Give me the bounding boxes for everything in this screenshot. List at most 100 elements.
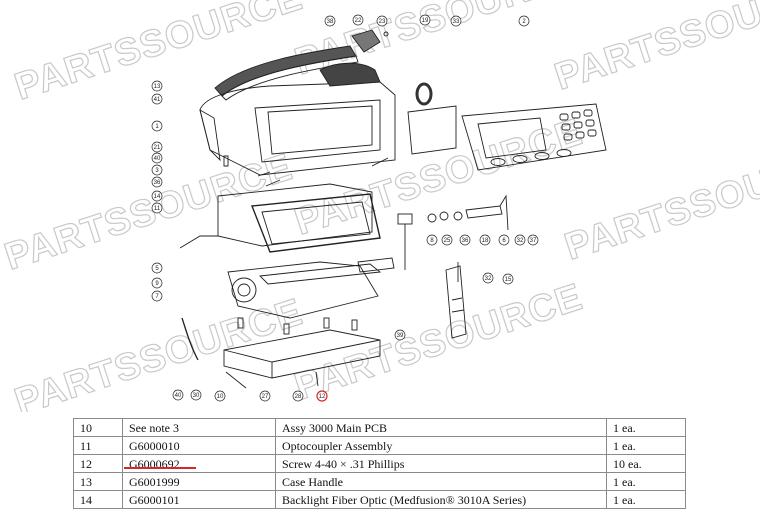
pump-mechanism: [227, 257, 395, 319]
label-sheet: [407, 105, 457, 155]
callout-balloons: 38 22 23 19 33 2 13 41 12 1 40 3 36 14 11 8 25 36 18 6 32 37 5…: [151, 14, 539, 402]
svg-text:39: 39: [397, 333, 404, 339]
callout-32: 32: [514, 234, 526, 246]
table-cell: Case Handle: [275, 472, 607, 491]
svg-text:23: 23: [379, 19, 386, 25]
ring-part: [415, 82, 433, 106]
callout-14: 14: [151, 190, 163, 202]
watermark-text: PARTSSOURCE: [290, 276, 588, 409]
watermark-text: PARTSSOURCE: [0, 146, 298, 279]
svg-text:32: 32: [517, 238, 524, 244]
standoffs: [237, 317, 358, 335]
callout-40: 40: [151, 152, 163, 164]
watermark-text: PARTSSOURCE: [550, 0, 760, 99]
watermark-text: PARTSSOURCE: [10, 0, 308, 109]
table-cell: 12: [73, 454, 123, 473]
callout-19: 19: [419, 14, 431, 26]
svg-text:40: 40: [154, 156, 161, 162]
table-cell: 1 ea.: [606, 472, 686, 491]
svg-text:40: 40: [175, 393, 182, 399]
callout-3: 3: [151, 164, 163, 176]
svg-text:18: 18: [482, 238, 489, 244]
svg-text:12: 12: [319, 394, 326, 400]
svg-text:36: 36: [154, 180, 161, 186]
svg-text:13: 13: [154, 84, 161, 90]
table-cell: 1 ea.: [606, 490, 686, 509]
callout-23: 23: [376, 15, 388, 27]
table-cell: G6001999: [122, 472, 276, 491]
svg-text:9: 9: [155, 281, 159, 287]
svg-text:14: 14: [154, 194, 161, 200]
callout-37: 37: [527, 234, 539, 246]
table-cell: 14: [73, 490, 123, 509]
optocoupler-parts: [397, 194, 509, 270]
keypad-panel: [461, 103, 607, 171]
svg-text:8: 8: [430, 238, 434, 244]
callout-8: 8: [426, 234, 438, 246]
callout-25: 25: [441, 234, 453, 246]
watermark-text: PARTSSOURCE: [290, 111, 588, 244]
callout-38: 38: [324, 15, 336, 27]
svg-text:32: 32: [485, 276, 492, 282]
svg-text:41: 41: [154, 97, 161, 103]
svg-text:37: 37: [530, 238, 537, 244]
callout-41: 41: [151, 93, 163, 105]
svg-text:3: 3: [155, 168, 159, 174]
svg-text:19: 19: [422, 18, 429, 24]
table-cell: G6000692: [122, 454, 276, 473]
svg-text:33: 33: [453, 19, 460, 25]
table-cell: 11: [73, 436, 123, 455]
table-cell: 13: [73, 472, 123, 491]
case-handle: [214, 45, 359, 101]
highlight-underline: [124, 467, 196, 469]
callout-1: 1: [151, 120, 163, 132]
svg-text:30: 30: [193, 393, 200, 399]
callout-2: 2: [518, 15, 530, 27]
callout-36: 36: [459, 234, 471, 246]
svg-text:27: 27: [262, 394, 269, 400]
callout-10: 10: [214, 390, 226, 402]
svg-text:11: 11: [154, 206, 161, 212]
svg-text:2: 2: [522, 19, 526, 25]
callout-32: 32: [482, 272, 494, 284]
main-pcb: [223, 329, 381, 379]
callout-27: 27: [259, 390, 271, 402]
callout-30: 30: [190, 389, 202, 401]
callout-12: 12: [316, 390, 328, 402]
exploded-parts-diagram: PARTSSOURCE PARTSSOURCE PARTSSOURCE PART…: [0, 0, 760, 412]
table-cell: 1 ea.: [606, 436, 686, 455]
watermark-text: PARTSSOURCE: [560, 136, 760, 269]
callout-33: 33: [450, 15, 462, 27]
svg-text:1: 1: [155, 124, 159, 130]
svg-text:25: 25: [444, 238, 451, 244]
table-cell: G6000010: [122, 436, 276, 455]
table-cell: 10 ea.: [606, 454, 686, 473]
table-cell: Optocoupler Assembly: [275, 436, 607, 455]
plunger-part: [445, 262, 467, 339]
svg-text:36: 36: [462, 238, 469, 244]
clamp-part: [351, 29, 389, 53]
svg-text:6: 6: [502, 238, 506, 244]
callout-18: 18: [479, 234, 491, 246]
svg-text:38: 38: [327, 19, 334, 25]
callout-13: 13: [151, 80, 163, 92]
svg-text:7: 7: [155, 294, 159, 300]
callout-28: 28: [292, 390, 304, 402]
svg-text:10: 10: [217, 394, 224, 400]
table-cell: G6000101: [122, 490, 276, 509]
callout-5: 5: [151, 262, 163, 274]
svg-text:5: 5: [155, 266, 159, 272]
callout-7: 7: [151, 290, 163, 302]
callout-9: 9: [151, 277, 163, 289]
svg-text:22: 22: [355, 18, 362, 24]
svg-text:15: 15: [505, 277, 512, 283]
bottom-loose-parts: [181, 317, 319, 389]
display-frame: [179, 183, 381, 253]
table-cell: Screw 4-40 × .31 Phillips: [275, 454, 607, 473]
callout-40: 40: [172, 389, 184, 401]
